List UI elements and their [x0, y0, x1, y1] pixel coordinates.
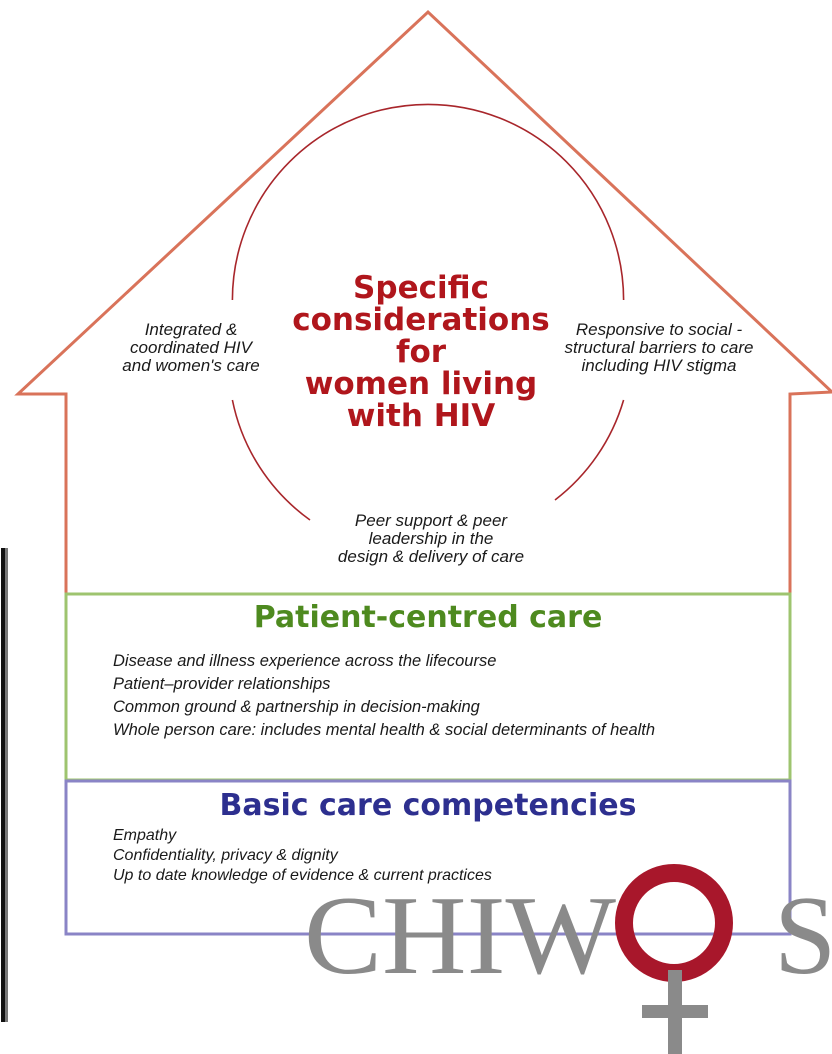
list-item: Disease and illness experience across th… [113, 652, 497, 670]
list-item: Common ground & partnership in decision-… [113, 698, 480, 716]
basic-care-list: Empathy Confidentiality, privacy & digni… [113, 826, 492, 886]
basic-care-title: Basic care competencies [219, 788, 637, 823]
center-title-line-5: with HIV [346, 398, 496, 434]
list-item: Patient–provider relationships [113, 675, 331, 693]
left-label-line-1: Integrated & [144, 320, 238, 339]
central-circle-arc-top [231, 103, 625, 301]
list-item: Confidentiality, privacy & dignity [113, 847, 338, 864]
right-label-line-1: Responsive to social - [575, 320, 743, 339]
central-circle-arc-left [231, 399, 311, 521]
bottom-label-line-1: Peer support & peer [354, 511, 508, 530]
center-title-line-2: considerations [292, 302, 550, 338]
house-roof-and-walls [14, 9, 832, 594]
right-label-line-3: including HIV stigma [581, 356, 737, 375]
center-title-line-1: Specific [353, 270, 489, 306]
patient-centred-title: Patient-centred care [253, 600, 603, 635]
logo-text-chiw: CHIW [304, 874, 616, 998]
patient-centred-list: Disease and illness experience across th… [113, 650, 655, 742]
list-item: Whole person care: includes mental healt… [113, 721, 656, 739]
structural-barriers-label: Responsive to social - structural barrie… [530, 321, 788, 375]
right-label-line-2: structural barriers to care [564, 338, 754, 357]
logo-venus-crossbar [642, 1005, 708, 1018]
list-item: Up to date knowledge of evidence & curre… [113, 867, 492, 884]
bottom-label-line-2: leadership in the [368, 529, 494, 548]
bottom-label-line-3: design & delivery of care [337, 547, 525, 566]
integrated-care-label: Integrated & coordinated HIV and women's… [96, 321, 286, 375]
center-title-line-3: for [395, 334, 447, 370]
left-edge-bar [1, 548, 8, 1022]
basic-care-band [64, 779, 792, 936]
peer-support-label: Peer support & peer leadership in the de… [300, 512, 562, 566]
left-label-line-2: coordinated HIV [130, 338, 252, 357]
center-title-line-4: women living [304, 366, 538, 402]
left-label-line-3: and women's care [122, 356, 260, 375]
logo-text-s: S [774, 874, 832, 998]
logo-venus-ring [615, 864, 733, 982]
chiwos-logo: CHIW S [304, 864, 832, 1054]
list-item: Empathy [113, 827, 177, 844]
central-circle-arc-right [554, 399, 625, 501]
center-title: Specific considerations for women living… [286, 272, 556, 432]
